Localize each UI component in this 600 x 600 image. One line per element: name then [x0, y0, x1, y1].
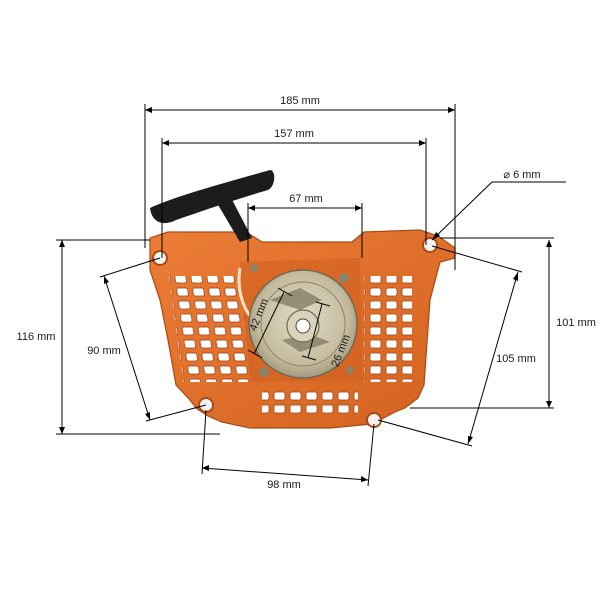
label-hole-diameter: ⌀ 6 mm — [503, 169, 540, 181]
dimension-opening-width: 67 mm — [247, 193, 363, 262]
dimension-hole-spacing-top: 157 mm — [161, 128, 427, 258]
label-left-hole-spacing: 90 mm — [87, 345, 121, 357]
dimension-bottom-hole-spacing: 98 mm — [201, 409, 375, 491]
label-opening-width: 67 mm — [289, 193, 323, 205]
pull-handle-icon — [150, 170, 275, 242]
dimension-right-hole-height: 101 mm — [410, 237, 596, 409]
label-hole-spacing-top: 157 mm — [274, 128, 314, 140]
label-overall-width: 185 mm — [280, 95, 320, 107]
starter-rope — [237, 267, 252, 317]
pulley-hub — [248, 264, 358, 379]
label-bottom-hole-spacing: 98 mm — [267, 479, 301, 491]
label-right-hole-height: 101 mm — [556, 317, 596, 329]
dimension-left-hole-spacing: 90 mm — [87, 257, 207, 422]
left-vent-grille — [168, 276, 254, 382]
label-right-hole-spacing: 105 mm — [496, 353, 536, 365]
dimension-right-hole-spacing: 105 mm — [377, 245, 536, 447]
right-vent-grille — [364, 276, 412, 382]
dimension-hole-diameter: ⌀ 6 mm — [431, 169, 566, 241]
dimension-overall-height: 116 mm — [17, 239, 220, 435]
bottom-vent-grille — [262, 388, 358, 414]
dimension-overall-width: 185 mm — [144, 95, 456, 270]
mount-hole-top-right — [422, 237, 438, 253]
label-overall-height: 116 mm — [17, 331, 56, 343]
